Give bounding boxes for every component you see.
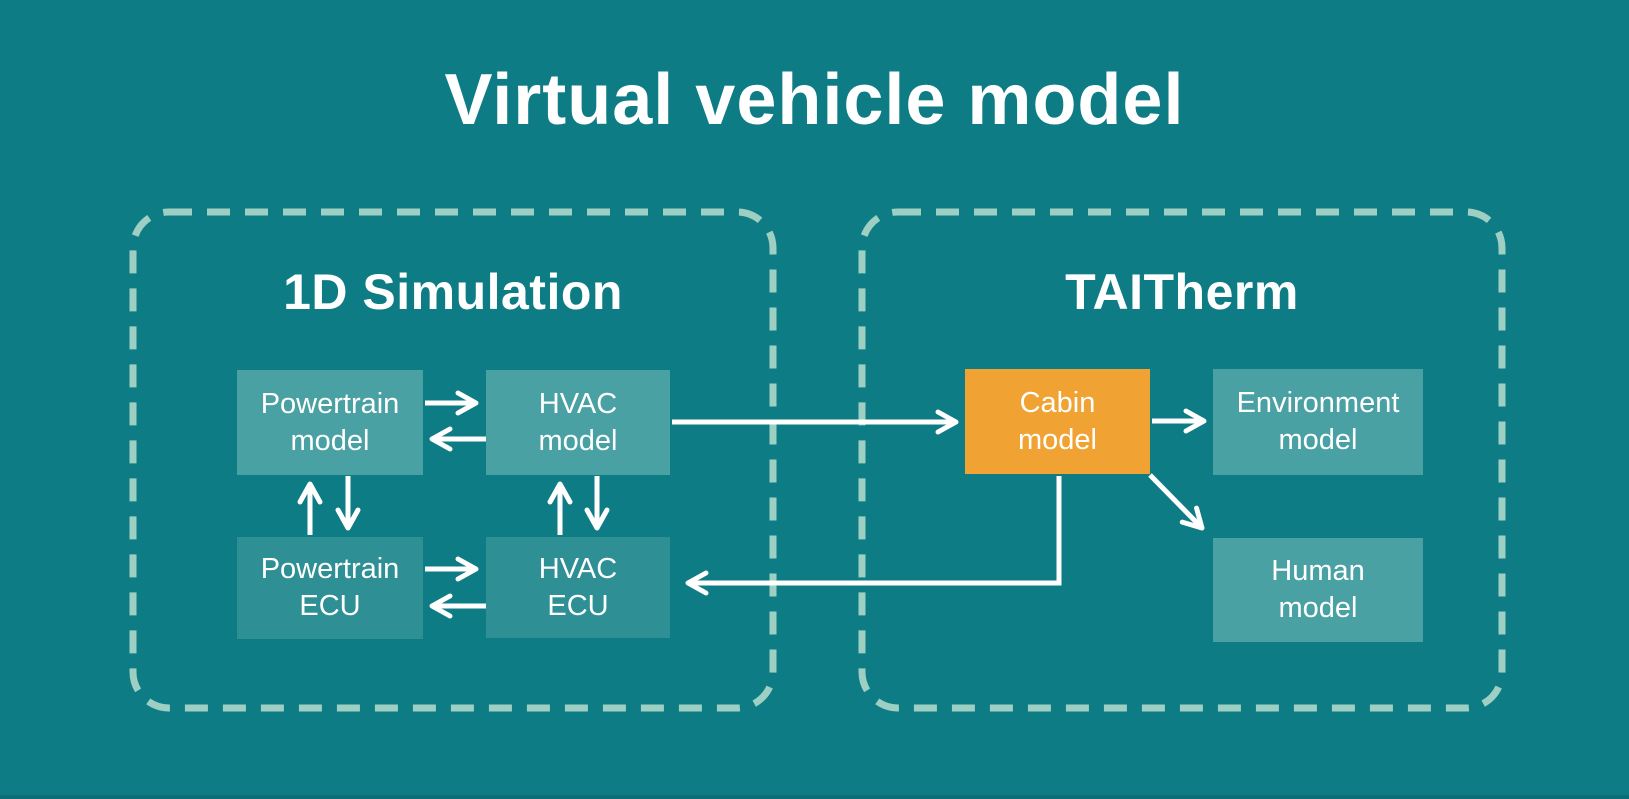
bottom-edge-strip bbox=[0, 795, 1629, 799]
node-hvac-model: HVAC model bbox=[486, 370, 670, 475]
node-human-model: Human model bbox=[1213, 538, 1423, 642]
arrow-cabin-model-to-hvac-ecu bbox=[685, 476, 1062, 596]
node-environment-model: Environment model bbox=[1213, 369, 1423, 475]
node-hvac-ecu: HVAC ECU bbox=[486, 537, 670, 638]
node-cabin-model: Cabin model bbox=[965, 369, 1150, 474]
arrow-cabin-model-to-human-model bbox=[1148, 473, 1205, 531]
node-powertrain-ecu: Powertrain ECU bbox=[237, 537, 423, 639]
node-powertrain-model: Powertrain model bbox=[237, 370, 423, 475]
group-title-taitherm: TAITherm bbox=[1065, 264, 1299, 320]
page-title: Virtual vehicle model bbox=[444, 60, 1185, 140]
group-title-1d-simulation: 1D Simulation bbox=[283, 264, 623, 320]
